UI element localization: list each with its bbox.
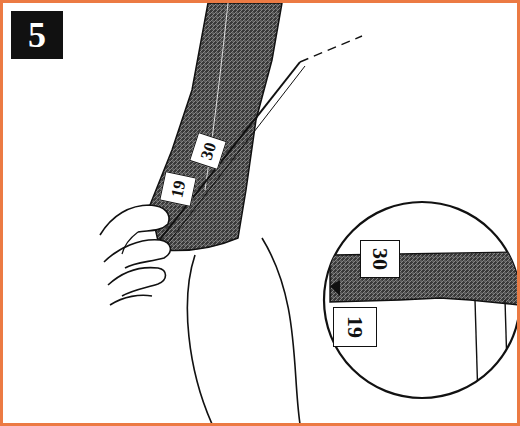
inset-edge <box>505 300 508 400</box>
size-number: 30 <box>197 140 218 161</box>
hand-finger <box>108 268 166 296</box>
size-tag: 30 <box>189 132 227 170</box>
size-tag: 30 <box>360 240 400 278</box>
thread-line <box>300 36 362 62</box>
size-number: 19 <box>168 179 188 199</box>
hand-finger <box>104 240 170 268</box>
inset-circle <box>324 202 517 398</box>
hand-finger <box>110 295 152 305</box>
size-number: 30 <box>369 248 391 270</box>
leg-outline <box>262 238 300 423</box>
inset-tab <box>330 280 340 296</box>
size-tag: 19 <box>333 307 377 347</box>
inset-garment-band <box>330 252 517 305</box>
size-number: 19 <box>344 316 366 338</box>
sewing-illustration <box>3 3 517 423</box>
step-number: 5 <box>28 17 46 53</box>
inset-edge <box>475 300 478 400</box>
size-tag: 19 <box>159 171 197 207</box>
tape-line <box>158 66 305 256</box>
hand-crease <box>122 232 138 254</box>
step-number-box: 5 <box>11 11 63 59</box>
tape-line <box>150 62 300 252</box>
garment-band <box>150 3 282 251</box>
leg-outline <box>187 255 212 423</box>
hand-thumb <box>100 205 169 235</box>
